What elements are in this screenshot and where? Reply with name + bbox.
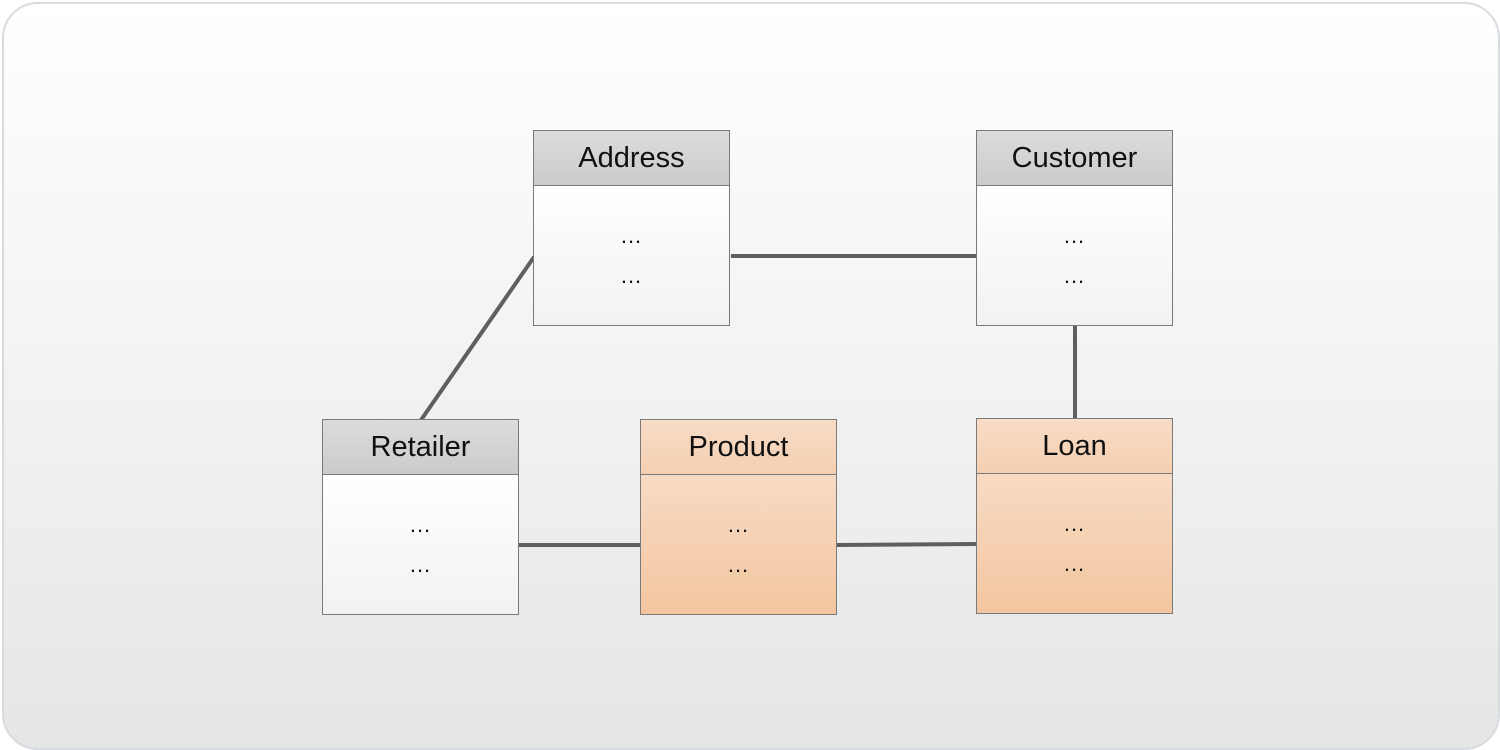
entity-attributes: ... ... (977, 186, 1172, 325)
entity-title: Product (641, 420, 836, 475)
connector-product-loan (836, 542, 978, 547)
attribute: ... (1063, 222, 1086, 248)
entity-loan[interactable]: Loan ... ... (976, 418, 1173, 614)
entity-attributes: ... ... (534, 186, 729, 325)
attribute: ... (1063, 550, 1086, 576)
entity-title: Retailer (323, 420, 518, 475)
attribute: ... (409, 551, 432, 577)
entity-attributes: ... ... (641, 475, 836, 614)
attribute: ... (409, 511, 432, 537)
entity-attributes: ... ... (323, 475, 518, 614)
entity-title: Loan (977, 419, 1172, 474)
entity-title: Customer (977, 131, 1172, 186)
attribute: ... (1063, 262, 1086, 288)
entity-attributes: ... ... (977, 474, 1172, 613)
entity-customer[interactable]: Customer ... ... (976, 130, 1173, 326)
connector-address-retailer (419, 255, 536, 422)
entity-retailer[interactable]: Retailer ... ... (322, 419, 519, 615)
entity-title: Address (534, 131, 729, 186)
attribute: ... (727, 511, 750, 537)
attribute: ... (620, 262, 643, 288)
attribute: ... (620, 222, 643, 248)
entity-product[interactable]: Product ... ... (640, 419, 837, 615)
attribute: ... (727, 551, 750, 577)
entity-address[interactable]: Address ... ... (533, 130, 730, 326)
attribute: ... (1063, 510, 1086, 536)
